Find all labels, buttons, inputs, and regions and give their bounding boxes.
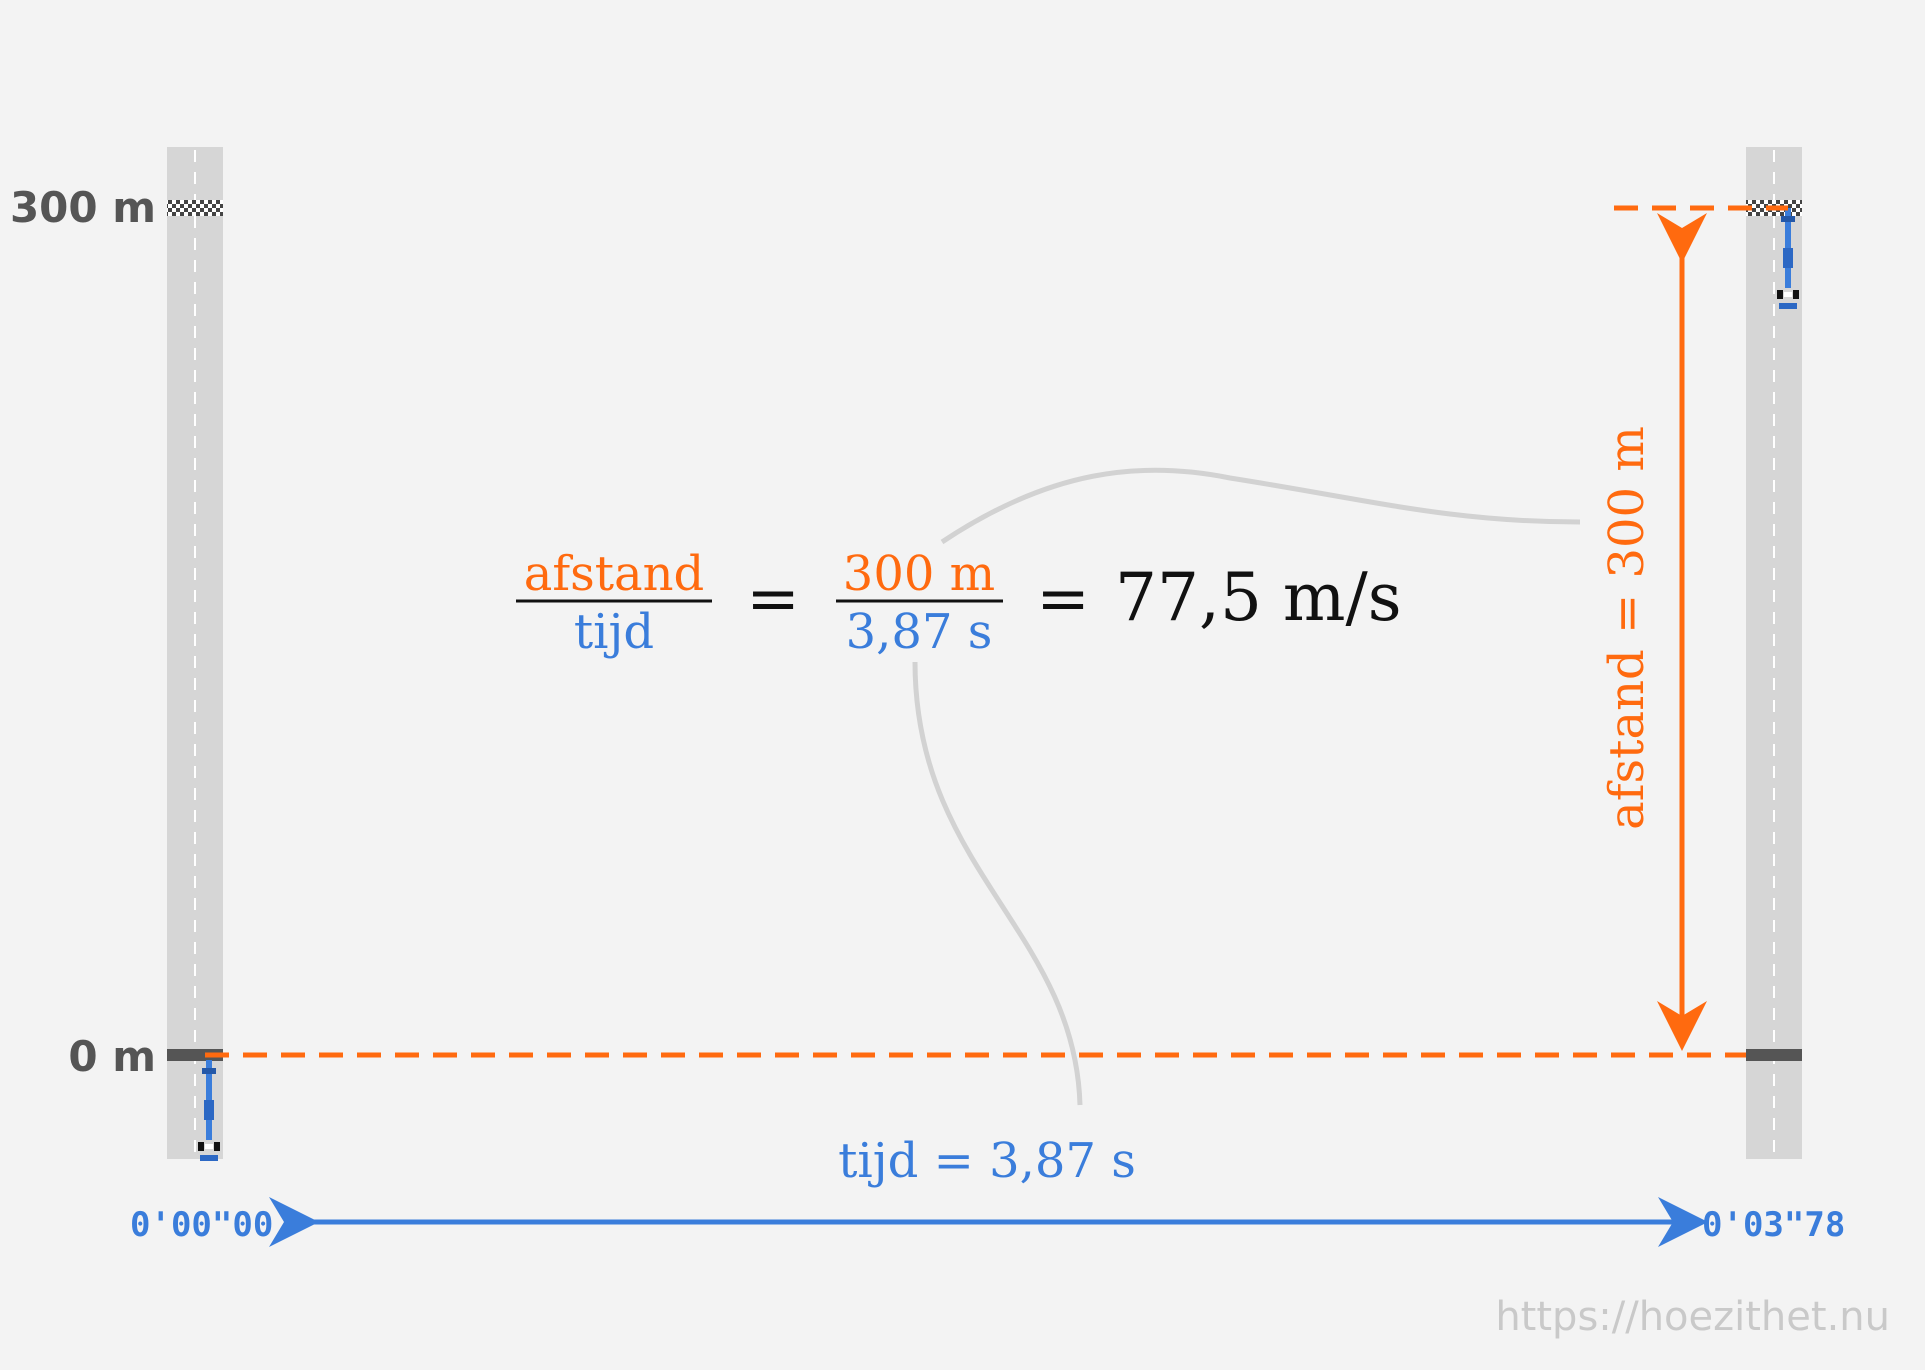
start-line-left — [167, 1049, 223, 1061]
time-label: tijd = 3,87 s — [838, 1133, 1136, 1189]
equals-sign-1: = — [746, 562, 800, 636]
formula-result: 77,5 m/s — [1115, 559, 1402, 636]
connector-distance — [940, 467, 1581, 545]
left-road — [167, 147, 223, 1159]
watermark: https://hoezithet.nu — [1495, 1294, 1890, 1340]
race-car-finish — [1777, 208, 1799, 309]
distance-label-vertical: afstand = 300 m — [1599, 426, 1655, 830]
timer-start: 0'00"00 — [130, 1205, 273, 1245]
label-0m: 0 m — [68, 1032, 156, 1081]
finish-line-left — [167, 200, 223, 216]
formula-numerator-value: 300 m — [843, 546, 995, 602]
formula-denominator-word: tijd — [574, 604, 654, 660]
formula-denominator-value: 3,87 s — [846, 604, 993, 660]
start-line-right — [1746, 1049, 1802, 1061]
right-road — [1746, 147, 1802, 1159]
label-300m: 300 m — [10, 183, 156, 232]
connector-time — [912, 661, 1083, 1106]
formula-numerator-word: afstand — [524, 546, 705, 602]
speed-formula: afstand tijd = 300 m 3,87 s = 77,5 m/s — [516, 546, 1402, 660]
race-car-start — [198, 1060, 220, 1161]
timer-end: 0'03"78 — [1702, 1205, 1845, 1245]
equals-sign-2: = — [1036, 562, 1090, 636]
